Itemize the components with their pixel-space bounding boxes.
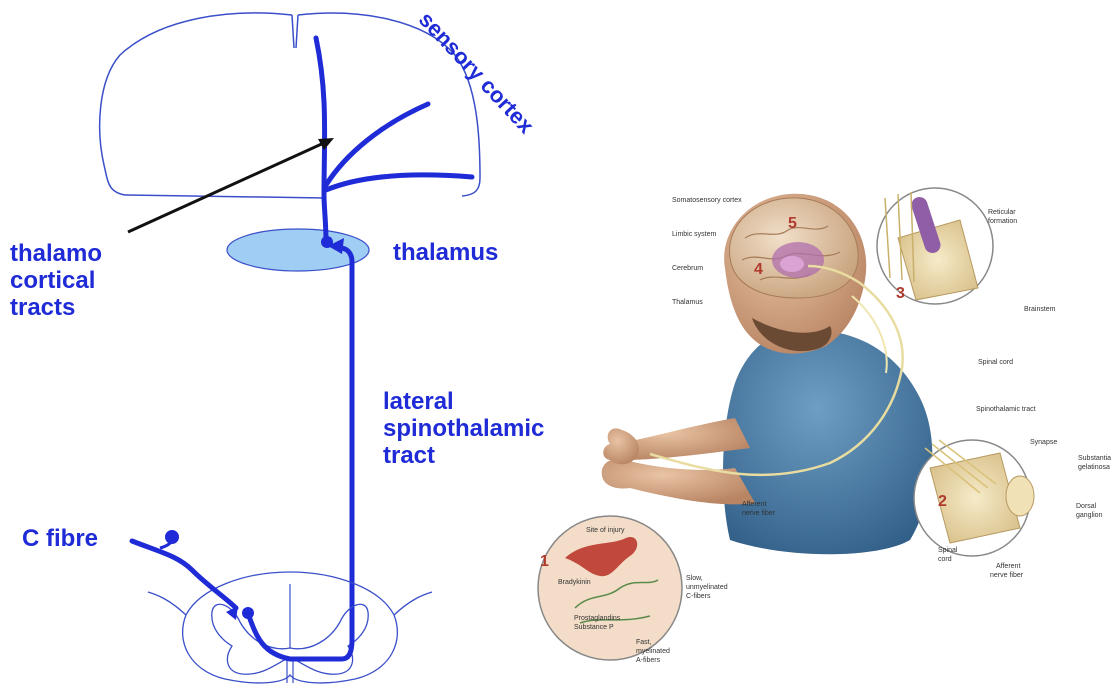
label-thalamus: Thalamus: [672, 299, 703, 306]
dorsal-root-ganglion-cell: [165, 530, 179, 544]
spinal-cord-right-grey-matter: [290, 604, 368, 674]
torso-shirt: [723, 331, 932, 555]
label-afferent-nerve-fiber-1: Afferent: [742, 501, 766, 508]
c-fibre-synapse-arrowhead: [226, 606, 238, 620]
step-number-2: 2: [938, 493, 947, 510]
label-prostaglandins-2: Substance P: [574, 624, 614, 631]
label-site-of-injury: Site of injury: [586, 527, 625, 534]
thalamocortical-line-3: tracts: [10, 294, 102, 321]
step-number-5: 5: [788, 215, 797, 232]
step-number-4: 4: [754, 261, 763, 278]
lateral-spinothalamic-tract-label: lateral spinothalamic tract: [383, 388, 544, 469]
label-reticular-formation-1: Reticular: [988, 209, 1016, 216]
thalamocortical-fibre-branch-lower: [326, 175, 472, 190]
thalamocortical-line-2: cortical: [10, 267, 102, 294]
spinal-cord-left-root: [148, 592, 186, 615]
dorsal-root-ganglion: [1006, 476, 1034, 516]
spinal-cord-right-root: [394, 592, 432, 615]
label-spinal-cord-inset-2: cord: [938, 556, 952, 563]
label-fast-a-fibers-2: myelinated: [636, 648, 670, 655]
label-slow-c-fibers-1: Slow,: [686, 575, 703, 582]
label-afferent-nerve-fiber-inset-2: nerve fiber: [990, 572, 1024, 579]
label-slow-c-fibers-3: C-fibers: [686, 593, 711, 600]
label-bradykinin: Bradykinin: [558, 579, 591, 586]
label-somatosensory-cortex: Somatosensory cortex: [672, 197, 742, 204]
step-number-1: 1: [540, 553, 549, 570]
label-dorsal-ganglion-1: Dorsal: [1076, 503, 1097, 510]
thalamus-label: thalamus: [393, 239, 498, 266]
thalamocortical-tracts-label: thalamo cortical tracts: [10, 240, 102, 321]
label-spinal-cord: Spinal cord: [978, 359, 1013, 366]
label-synapse: Synapse: [1030, 439, 1057, 446]
thalamus-highlight: [780, 256, 804, 272]
spinal-cord-midline: [287, 584, 293, 683]
brain-midline-fissure: [292, 15, 298, 48]
step-number-3: 3: [896, 285, 905, 302]
spinothalamic-line-3: tract: [383, 442, 544, 469]
pain-pathway-diagram: [0, 0, 560, 689]
inset-1-site-of-injury: [538, 516, 682, 660]
label-spinothalamic-tract: Spinothalamic tract: [976, 406, 1036, 413]
label-spinal-cord-inset-1: Spinal: [938, 547, 958, 554]
spinothalamic-line-2: spinothalamic: [383, 415, 544, 442]
thalamocortical-pointer-arrow: [128, 142, 326, 232]
brain-left-hemisphere-outline: [100, 13, 325, 198]
label-dorsal-ganglion-2: ganglion: [1076, 512, 1103, 519]
label-reticular-formation-2: formation: [988, 218, 1017, 225]
label-prostaglandins-1: Prostaglandins: [574, 615, 621, 622]
c-fibre-line: [132, 541, 236, 608]
spinothalamic-line-1: lateral: [383, 388, 544, 415]
hand: [603, 428, 639, 464]
label-afferent-nerve-fiber-2: nerve fiber: [742, 510, 776, 517]
label-brainstem: Brainstem: [1024, 306, 1056, 313]
c-fibre-label: C fibre: [22, 525, 98, 552]
pain-pathway-illustration: 3 2 1 4 5 Somatosensory cortex Limbic sy…: [530, 168, 1115, 689]
label-slow-c-fibers-2: unmyelinated: [686, 584, 728, 591]
thalamocortical-line-1: thalamo: [10, 240, 102, 267]
label-fast-a-fibers-1: Fast,: [636, 639, 652, 646]
label-fast-a-fibers-3: A-fibers: [636, 657, 661, 664]
label-cerebrum: Cerebrum: [672, 265, 703, 272]
label-limbic-system: Limbic system: [672, 231, 717, 238]
label-substantia-gelatinosa-1: Substantia: [1078, 455, 1111, 462]
label-substantia-gelatinosa-2: gelatinosa: [1078, 464, 1110, 471]
second-order-neuron-crossing: [248, 613, 352, 659]
label-afferent-nerve-fiber-inset-1: Afferent: [996, 563, 1020, 570]
